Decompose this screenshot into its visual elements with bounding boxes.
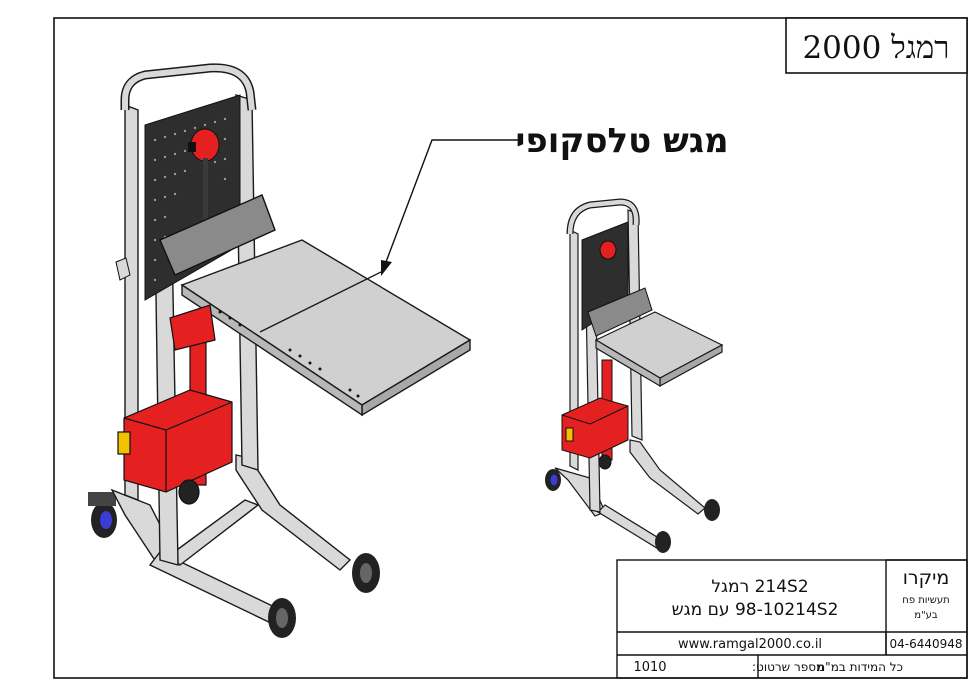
model-line-2: 98-10214S2 עם מגש [672, 600, 839, 620]
telescopic-platform [180, 239, 472, 417]
title-box: רמגל 2000 [785, 17, 968, 74]
yellow-handle [117, 431, 131, 455]
base-frame [110, 454, 352, 626]
battery-box [123, 389, 233, 493]
large-lift-illustration [88, 63, 472, 638]
side-lever [115, 257, 131, 281]
phone-number: 04-6440948 [889, 637, 962, 651]
callout-label: מגש טלסקופי [515, 121, 728, 161]
drawing-number: 1010 [633, 660, 666, 675]
company-subtitle-2: בע"מ [914, 610, 938, 621]
wheel-front-right [352, 553, 380, 593]
arrow-icon [381, 139, 518, 276]
carriage-plate [159, 194, 276, 276]
drawing-border [53, 17, 968, 679]
winch-icon [188, 128, 220, 238]
company-subtitle-1: תעשיות פח [902, 595, 949, 606]
title-text: רמגל 2000 [802, 30, 949, 66]
drawing-number-label: מספר שרטוט: [752, 660, 824, 674]
hydraulic-unit [117, 304, 233, 505]
callout: מגש טלסקופי [381, 121, 729, 276]
dimensions-note: כל המידות במ"מ [817, 660, 903, 674]
website-link[interactable]: www.ramgal2000.co.il [678, 637, 822, 652]
small-lift-illustration [545, 198, 724, 553]
wheel-front-left [268, 598, 296, 638]
wheel-rear-left [88, 492, 117, 538]
title-block [616, 559, 968, 679]
company-name: מיקרו [903, 567, 950, 589]
model-line-1: 214S2 רמגל [711, 577, 808, 597]
